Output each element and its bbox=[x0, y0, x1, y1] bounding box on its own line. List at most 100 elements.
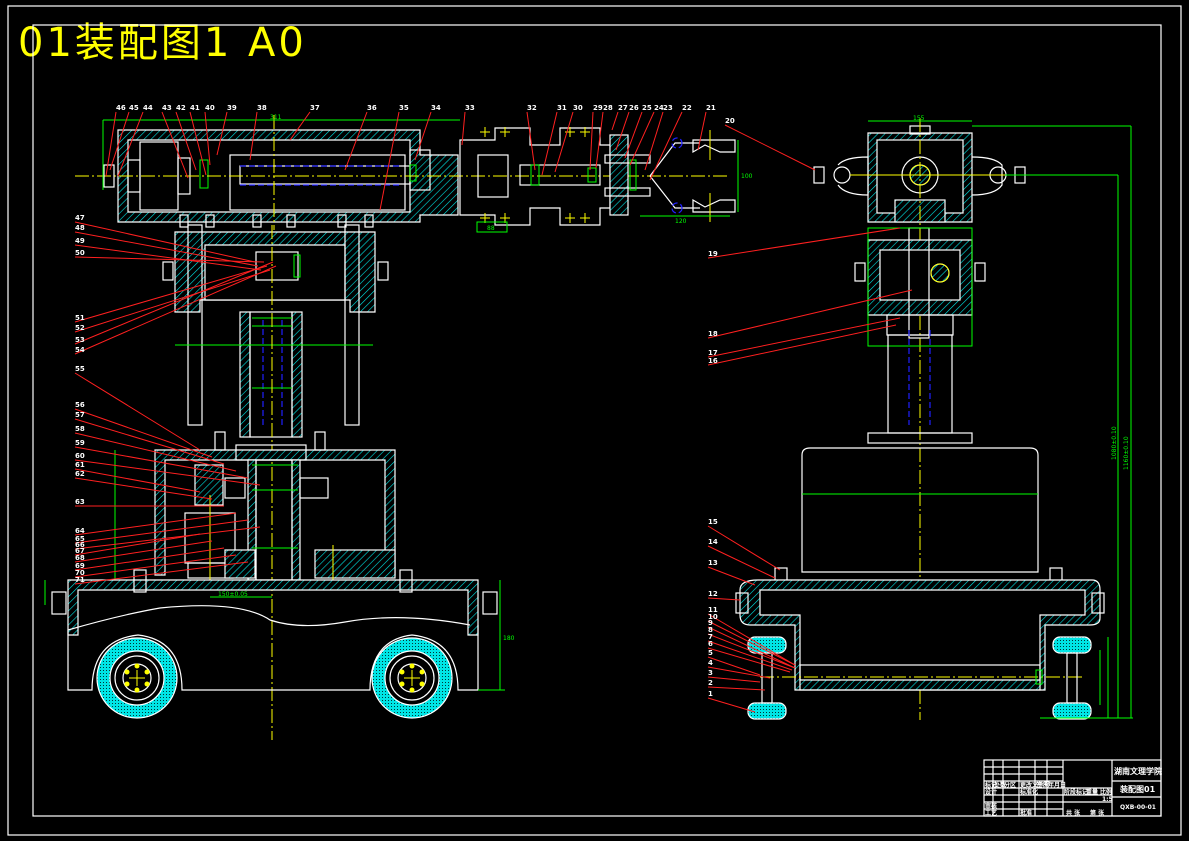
part-number: 23 bbox=[663, 104, 673, 112]
tb-ratio-label: 比例 bbox=[1100, 788, 1112, 796]
tb-mark-label: 标记 bbox=[984, 781, 997, 789]
title-block: 标记 处数 分区 更改文件号 签名 年月日 设计 标准化 审核 工艺 批准 阶段… bbox=[983, 759, 1162, 817]
part-label-4: 4 bbox=[707, 659, 771, 679]
part-label-56: 56 bbox=[74, 401, 213, 458]
part-number: 41 bbox=[190, 104, 200, 112]
tb-zone-label: 分区 bbox=[1004, 781, 1016, 789]
leader-line bbox=[707, 545, 776, 579]
leader-line bbox=[624, 111, 643, 159]
part-label-48: 48 bbox=[74, 224, 259, 267]
part-number: 20 bbox=[725, 117, 735, 125]
tb-count-label: 处数 bbox=[993, 781, 1007, 789]
leader-line bbox=[117, 111, 144, 177]
part-label-49: 49 bbox=[74, 237, 262, 271]
part-label-22: 22 bbox=[649, 104, 692, 181]
leader-line bbox=[707, 289, 913, 339]
part-label-59: 59 bbox=[74, 439, 249, 479]
part-number: 29 bbox=[593, 104, 603, 112]
part-number: 60 bbox=[75, 452, 85, 460]
part-label-1: 1 bbox=[707, 690, 756, 713]
leader-line bbox=[74, 418, 225, 465]
part-number: 10 bbox=[708, 613, 718, 621]
dim-arm-bracket: 88 bbox=[487, 225, 495, 232]
leader-line bbox=[74, 408, 213, 458]
leader-line bbox=[74, 265, 268, 323]
leader-line bbox=[109, 111, 130, 171]
part-number: 45 bbox=[129, 104, 139, 112]
part-number: 70 bbox=[75, 569, 85, 577]
part-number: 66 bbox=[75, 541, 85, 549]
part-label-63: 63 bbox=[75, 498, 224, 507]
part-label-18: 18 bbox=[707, 289, 913, 339]
leader-line bbox=[74, 256, 265, 263]
leader-line bbox=[74, 446, 249, 479]
part-label-60: 60 bbox=[74, 452, 261, 486]
part-label-8: 8 bbox=[707, 626, 796, 669]
leader-line bbox=[707, 324, 897, 366]
part-label-21: 21 bbox=[697, 104, 716, 151]
gearbox bbox=[114, 431, 396, 590]
part-number: 34 bbox=[431, 104, 441, 112]
leader-line bbox=[707, 566, 756, 586]
dim-gripper-height: 100 bbox=[741, 173, 753, 180]
leader-line bbox=[644, 111, 664, 171]
part-label-35: 35 bbox=[379, 104, 409, 211]
part-number: 47 bbox=[75, 214, 85, 222]
leader-line bbox=[74, 554, 237, 578]
outer-frame bbox=[7, 5, 1182, 836]
part-label-34: 34 bbox=[414, 104, 441, 161]
leader-line bbox=[707, 317, 901, 358]
part-number: 46 bbox=[116, 104, 126, 112]
part-number: 58 bbox=[75, 425, 85, 433]
leader-line bbox=[74, 533, 201, 556]
dim-base-height: 180 bbox=[503, 635, 515, 642]
dim-overall-height-1: 1080±0.10 bbox=[1111, 426, 1118, 460]
leader-line bbox=[707, 525, 781, 571]
wheel-left bbox=[96, 637, 178, 719]
part-number: 12 bbox=[708, 590, 718, 598]
part-label-19: 19 bbox=[707, 227, 901, 259]
tb-approve-label: 批准 bbox=[1020, 809, 1032, 817]
leader-line bbox=[461, 111, 466, 146]
part-label-68: 68 bbox=[74, 540, 213, 563]
part-label-58: 58 bbox=[74, 425, 237, 472]
part-number: 49 bbox=[75, 237, 85, 245]
part-label-3: 3 bbox=[707, 669, 761, 683]
leader-line bbox=[189, 111, 207, 176]
part-number: 64 bbox=[75, 527, 85, 535]
part-number: 50 bbox=[75, 249, 85, 257]
part-label-33: 33 bbox=[461, 104, 475, 146]
leader-line bbox=[589, 111, 594, 171]
body-side bbox=[735, 447, 1105, 691]
tb-scale: 1:5 bbox=[1102, 796, 1113, 803]
part-label-6: 6 bbox=[707, 640, 791, 673]
part-label-28: 28 bbox=[595, 104, 613, 169]
part-number: 42 bbox=[176, 104, 186, 112]
part-number: 31 bbox=[557, 104, 567, 112]
part-number: 11 bbox=[708, 606, 718, 614]
part-label-30: 30 bbox=[554, 104, 583, 173]
part-number: 61 bbox=[75, 461, 85, 469]
leader-line bbox=[204, 111, 211, 166]
part-label-62: 62 bbox=[74, 470, 213, 500]
part-number: 30 bbox=[573, 104, 583, 112]
part-number: 16 bbox=[708, 357, 718, 365]
leader-line bbox=[74, 231, 259, 267]
side-dimensions: 1160±0.10 1080±0.10 155 bbox=[868, 115, 1133, 719]
part-label-16: 16 bbox=[707, 324, 897, 366]
leader-line bbox=[526, 111, 536, 171]
part-label-67: 67 bbox=[74, 533, 201, 556]
upper-joint-side bbox=[854, 227, 986, 347]
part-label-43: 43 bbox=[161, 104, 189, 179]
leader-line bbox=[414, 111, 432, 161]
part-label-54: 54 bbox=[74, 265, 277, 355]
part-label-61: 61 bbox=[74, 461, 201, 493]
part-label-5: 5 bbox=[707, 649, 761, 676]
part-label-14: 14 bbox=[707, 538, 776, 579]
leader-line bbox=[615, 111, 630, 151]
part-label-36: 36 bbox=[344, 104, 377, 171]
part-label-71: 71 bbox=[74, 561, 249, 585]
part-number: 35 bbox=[399, 104, 409, 112]
part-number: 57 bbox=[75, 411, 85, 419]
